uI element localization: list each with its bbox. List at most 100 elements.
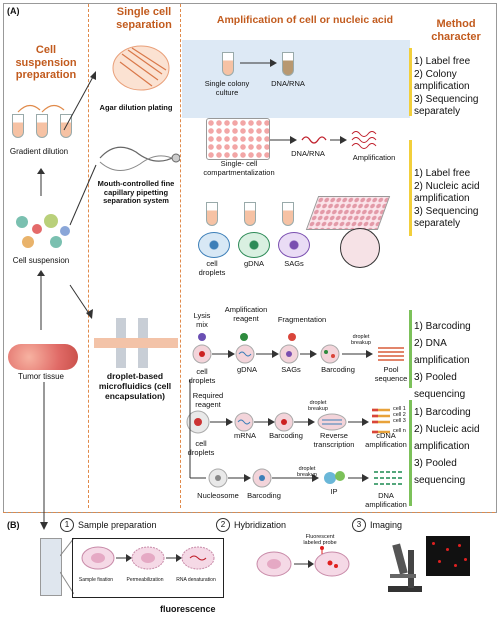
row3-droplet-cluster-2 bbox=[238, 232, 270, 258]
sample-prep-cells bbox=[81, 546, 215, 570]
row5-flow bbox=[186, 408, 390, 434]
cell-label-1: cell 1 bbox=[393, 406, 406, 412]
arrow-up-2 bbox=[37, 270, 45, 330]
method-bar-2 bbox=[409, 140, 412, 236]
step-1-label: Sample preparation bbox=[78, 520, 157, 530]
row3-tube-1 bbox=[206, 202, 218, 226]
cell-suspension-icon bbox=[10, 210, 82, 254]
method-4-item-2: 2) Nucleic acid amplification bbox=[414, 424, 480, 452]
pool-sequence-label: Pool sequence bbox=[374, 365, 408, 383]
required-reagent-label: Required reagent bbox=[192, 391, 224, 409]
method-1-item-1: 1) Label free bbox=[414, 56, 471, 67]
permeabilization-label: Permeabilization bbox=[126, 577, 164, 583]
method-3-item-1: 1) Barcoding bbox=[414, 321, 471, 332]
method-bar-3 bbox=[409, 310, 412, 388]
capillary-pipette-icon bbox=[99, 146, 180, 171]
method-2-list: 1) Label free 2) Nucleic acid amplificat… bbox=[414, 168, 500, 231]
method-bar-4 bbox=[409, 400, 412, 506]
ip-label: IP bbox=[330, 487, 338, 496]
microfluidics-chip bbox=[94, 318, 178, 368]
rna-denaturation-label: RNA denaturation bbox=[176, 577, 216, 583]
sample-fixation-label: Sample fixation bbox=[78, 577, 114, 583]
cell-label-2: cell 2 bbox=[393, 412, 406, 419]
row6-droplet-breakup-label: droplet breakup bbox=[297, 466, 317, 479]
fish-step-3: 3 Imaging bbox=[352, 518, 402, 532]
cdna-amp-label: cDNA amplification bbox=[365, 431, 407, 449]
slide-zoom-lines bbox=[60, 537, 74, 595]
step-2-label: Hybridization bbox=[234, 520, 287, 530]
dilution-tubes bbox=[8, 110, 82, 140]
row3-tube-3 bbox=[282, 202, 294, 226]
method-1-item-2: 2) Colony amplification bbox=[414, 68, 470, 93]
agar-plate-icon bbox=[112, 45, 170, 91]
method-1-list: 1) Label free 2) Colony amplification 3)… bbox=[414, 56, 500, 119]
dna-amp-label: DNA amplification bbox=[365, 491, 407, 509]
row4-sags-label: SAGs bbox=[281, 365, 301, 374]
agar-dilution-label: Agar dilution plating bbox=[99, 103, 173, 112]
hybridization-cells bbox=[256, 546, 350, 577]
fragment-dot bbox=[288, 333, 296, 341]
method-3-item-2: 2) DNA amplification bbox=[414, 338, 470, 366]
arrow-up-1 bbox=[37, 168, 45, 196]
cell-label-list: cell 1 cell 2 cell 3 cell n bbox=[393, 406, 406, 434]
dilution-arrows bbox=[17, 104, 65, 113]
method-4-item-1: 1) Barcoding bbox=[414, 407, 471, 418]
method-1-item-3: 3) Sequencing separately bbox=[414, 93, 479, 118]
row5-cell-droplets-label: cell droplets bbox=[187, 439, 215, 457]
method-4-item-3: 3) Pooled sequencing bbox=[414, 458, 466, 486]
panel-b-label: (B) bbox=[7, 520, 20, 530]
cell-label-3: cell 3 bbox=[393, 418, 406, 425]
single-colony-label: Single colony culture bbox=[204, 79, 250, 97]
reverse-transcription-label: Reverse transcription bbox=[313, 431, 355, 449]
method-4-list: 1) Barcoding 2) Nucleic acid amplificati… bbox=[414, 404, 500, 489]
method-2-item-1: 1) Label free bbox=[414, 168, 471, 179]
lysis-mix-label: Lysis mix bbox=[193, 311, 211, 329]
imaging-screen bbox=[426, 536, 470, 576]
row5-droplet-breakup-label: droplet breakup bbox=[308, 400, 328, 413]
row2-amplification-label: Amplification bbox=[352, 153, 396, 162]
microscope-icon bbox=[388, 543, 422, 592]
multiwell-plate bbox=[305, 196, 391, 230]
colony-tube bbox=[222, 52, 234, 76]
method-bar-1 bbox=[409, 48, 412, 116]
row3-droplet-cluster-1 bbox=[198, 232, 230, 258]
row2-waves bbox=[270, 131, 377, 149]
tumor-tissue-label: Tumor tissue bbox=[18, 372, 64, 381]
zoom-circle bbox=[340, 228, 380, 268]
mrna-label: mRNA bbox=[233, 431, 257, 440]
compartment-label: Single- cell compartmentalization bbox=[203, 159, 275, 177]
divider-panel-b bbox=[3, 512, 495, 513]
well-plate bbox=[206, 118, 270, 160]
row5-barcoding-label: Barcoding bbox=[269, 431, 303, 440]
cell-suspension-label: Cell suspension bbox=[12, 256, 70, 265]
row6-barcoding-label: Barcoding bbox=[247, 491, 281, 500]
row4-cell-droplets-label: cell droplets bbox=[188, 367, 216, 385]
fragmentation-label: Fragmentation bbox=[277, 315, 327, 324]
row6-flow bbox=[208, 468, 404, 488]
sample-prep-box bbox=[72, 538, 224, 598]
row3-cell-droplets-label: cell droplets bbox=[198, 259, 226, 277]
method-3-list: 1) Barcoding 2) DNA amplification 3) Poo… bbox=[414, 318, 500, 403]
header-cell-suspension: Cell suspension preparation bbox=[15, 44, 77, 82]
row1-highlight bbox=[182, 40, 410, 118]
step-3-number: 3 bbox=[352, 518, 366, 532]
method-2-item-2: 2) Nucleic acid amplification bbox=[414, 180, 480, 205]
fluorescence-caption: fluorescence bbox=[160, 604, 216, 614]
gradient-dilution-label: Gradient dilution bbox=[9, 147, 69, 156]
panel-a-label: (A) bbox=[7, 6, 20, 16]
amp-reagent-label: Amplification reagent bbox=[224, 305, 268, 323]
mouth-controlled-label: Mouth-controlled fine capillary pipettin… bbox=[97, 179, 175, 206]
droplet-microfluidics-label: droplet-based microfluidics (cell encaps… bbox=[98, 371, 172, 401]
left-bracket-arrow bbox=[189, 380, 206, 479]
divider-1 bbox=[88, 4, 89, 508]
row3-tube-2 bbox=[244, 202, 256, 226]
row1-arrow bbox=[240, 59, 277, 67]
row3-sags-label: SAGs bbox=[284, 259, 304, 268]
header-method-character: Method character bbox=[431, 18, 481, 43]
row3-droplet-cluster-3 bbox=[278, 232, 310, 258]
method-2-item-3: 3) Sequencing separately bbox=[414, 205, 479, 230]
nucleosome-label: Nucleosome bbox=[197, 491, 239, 500]
divider-2 bbox=[180, 4, 181, 508]
step-2-number: 2 bbox=[216, 518, 230, 532]
method-3-item-3: 3) Pooled sequencing bbox=[414, 372, 466, 400]
